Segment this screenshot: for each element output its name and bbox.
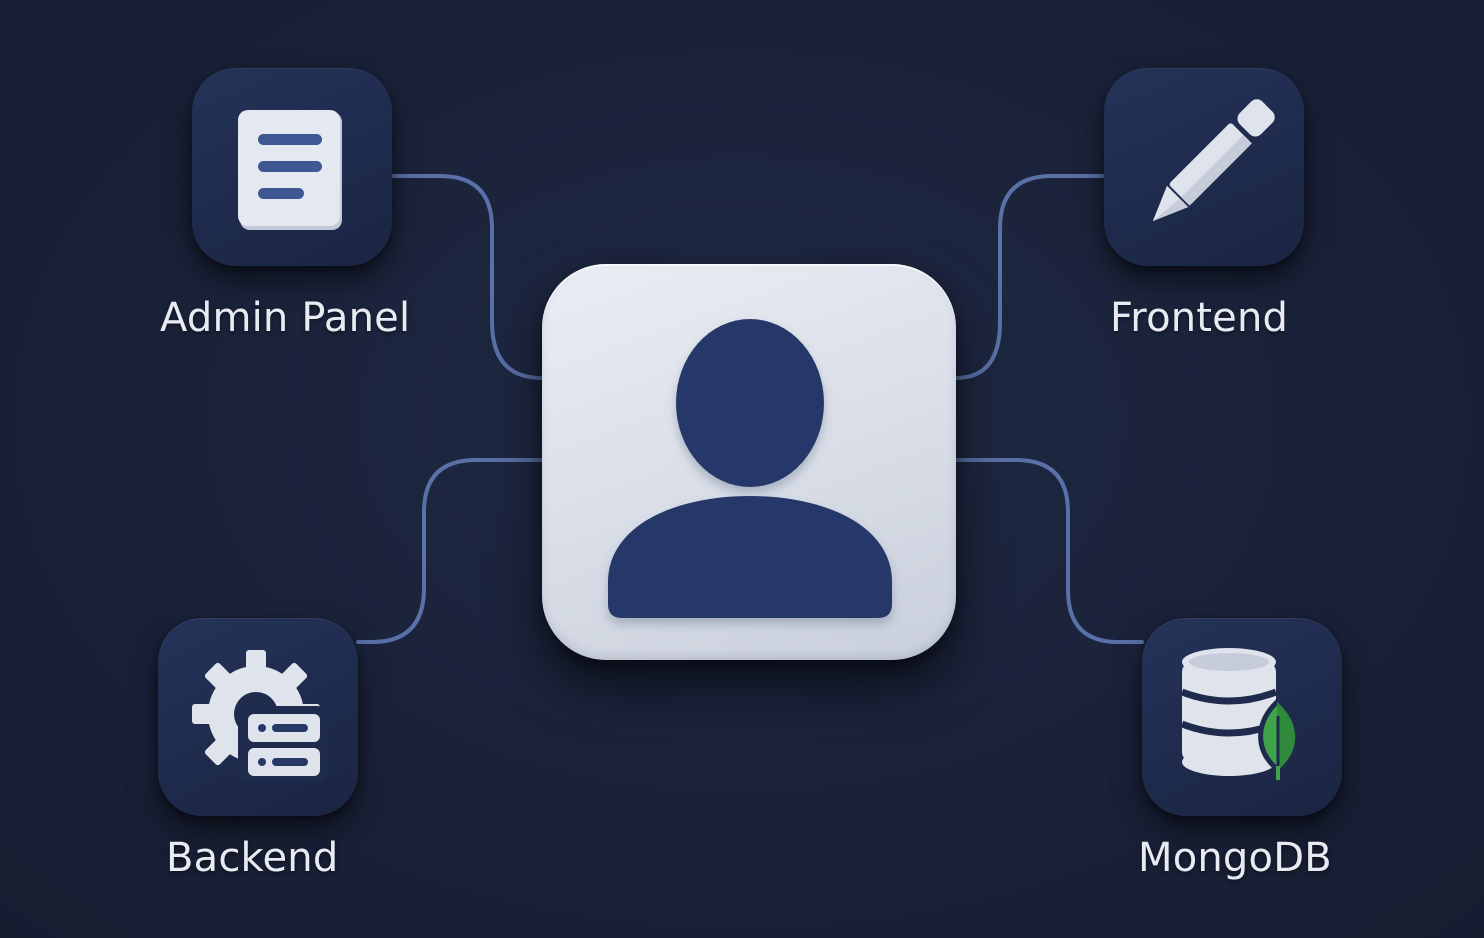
gear-server-icon	[192, 650, 328, 782]
mongodb-label: MongoDB	[1138, 835, 1332, 881]
backend-node[interactable]	[158, 618, 358, 816]
connector-frontend	[954, 174, 1106, 380]
admin-panel-label: Admin Panel	[160, 295, 411, 341]
connector-backend	[356, 458, 544, 644]
frontend-node[interactable]	[1104, 68, 1304, 266]
database-leaf-icon	[1180, 648, 1298, 780]
mongodb-leaf-icon	[1258, 698, 1298, 780]
pencil-icon	[1152, 99, 1275, 222]
connector-admin	[390, 174, 544, 380]
user-center-node[interactable]	[542, 264, 956, 660]
mongodb-node[interactable]	[1142, 618, 1342, 816]
user-icon	[608, 319, 892, 618]
frontend-label: Frontend	[1110, 295, 1289, 341]
connector-mongodb	[954, 458, 1144, 644]
admin-panel-node[interactable]	[192, 68, 392, 266]
document-icon	[238, 110, 342, 230]
backend-label: Backend	[166, 835, 339, 881]
